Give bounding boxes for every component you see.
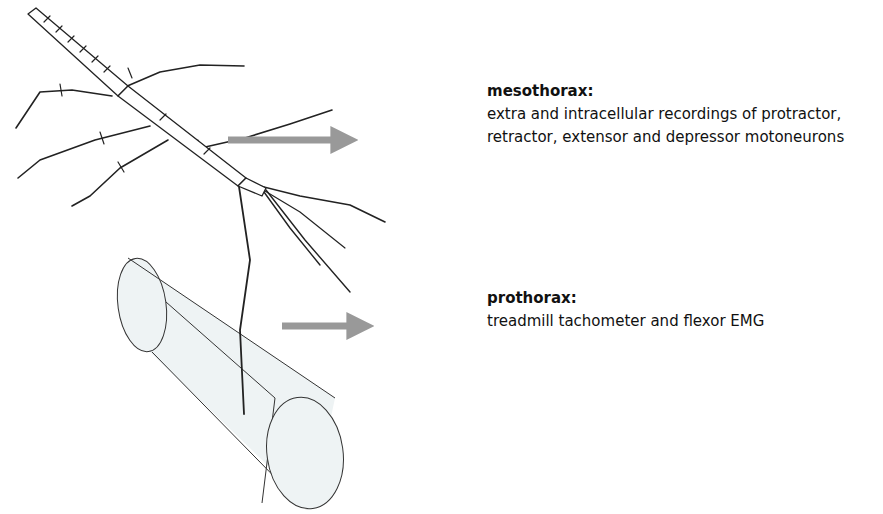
section-heading: prothorax: [487, 287, 877, 310]
treadmill [112, 255, 351, 514]
section-description: extra and intracellular recordings of pr… [487, 103, 879, 149]
stick-insect [16, 8, 385, 414]
section-heading: mesothorax: [487, 80, 877, 103]
section-description: treadmill tachometer and flexor EMG [487, 310, 877, 333]
pointer-arrow [282, 323, 352, 330]
pointer-arrow [228, 137, 336, 144]
